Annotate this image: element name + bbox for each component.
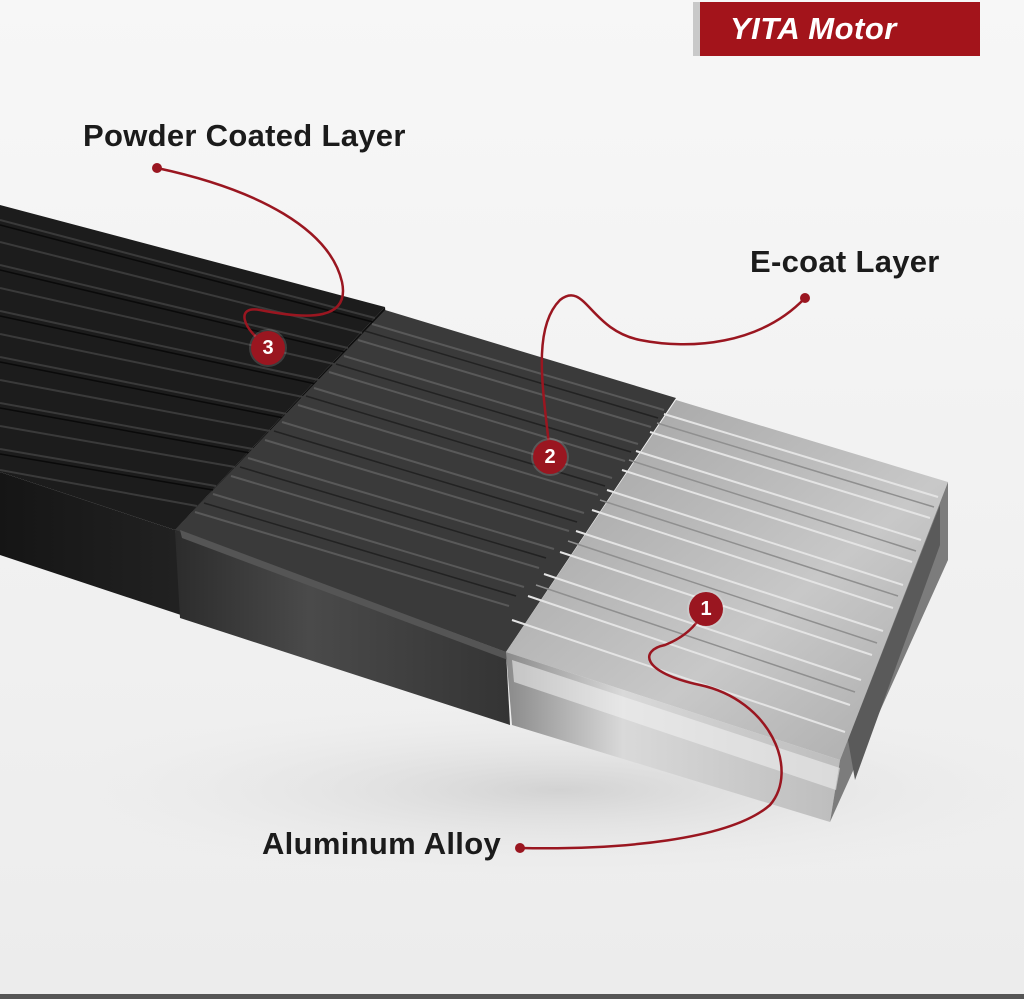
marker-1: 1 bbox=[689, 592, 723, 626]
e-coat-section bbox=[175, 310, 676, 725]
leader-dot-ecoat bbox=[800, 293, 810, 303]
marker-3: 3 bbox=[251, 331, 285, 365]
leader-lines bbox=[156, 166, 806, 850]
e-coat-ribs bbox=[194, 323, 665, 607]
leader-dot-aluminum bbox=[515, 843, 525, 853]
brand-logo: YITA Motor bbox=[693, 2, 980, 56]
leader-line-powder bbox=[156, 166, 345, 348]
label-aluminum-alloy: Aluminum Alloy bbox=[262, 826, 502, 861]
label-e-coat-layer: E-coat Layer bbox=[750, 244, 940, 279]
aluminum-section bbox=[506, 400, 948, 822]
bottom-edge-line bbox=[0, 994, 1024, 999]
marker-2: 2 bbox=[533, 440, 567, 474]
leader-dot-powder bbox=[152, 163, 162, 173]
powder-ribs bbox=[0, 219, 376, 507]
label-powder-coated-layer: Powder Coated Layer bbox=[83, 118, 406, 153]
leader-line-aluminum bbox=[519, 606, 783, 850]
leader-line-ecoat bbox=[540, 294, 806, 456]
